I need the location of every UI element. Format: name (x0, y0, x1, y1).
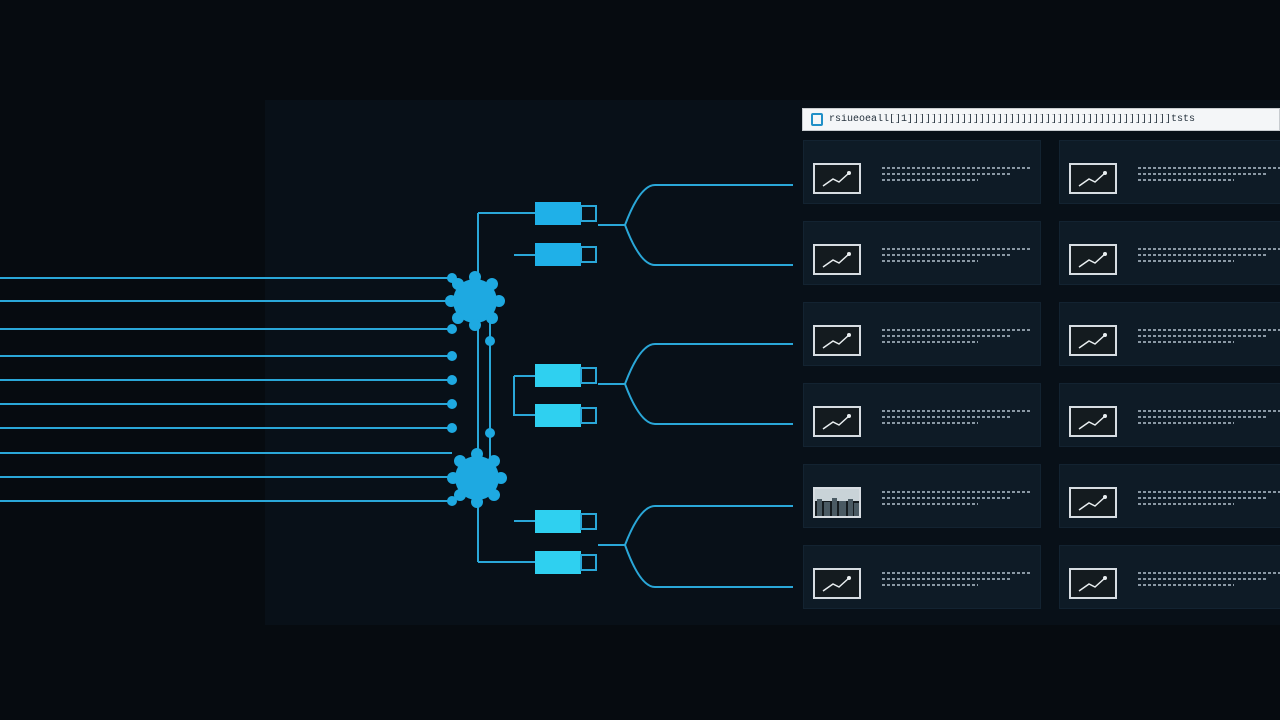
image-thumbnail (813, 244, 861, 275)
result-snippet-lines (1138, 491, 1280, 509)
result-snippet-lines (882, 491, 1030, 509)
image-thumbnail (813, 325, 861, 356)
module-block (535, 364, 597, 387)
result-snippet-lines (1138, 572, 1280, 590)
result-card[interactable] (803, 464, 1041, 528)
network-diagram (0, 184, 793, 588)
fanout-line (598, 184, 793, 226)
result-snippet-lines (882, 410, 1030, 428)
result-card[interactable] (803, 221, 1041, 285)
image-thumbnail (1069, 406, 1117, 437)
module-block (535, 202, 597, 225)
branch-line (513, 375, 535, 416)
image-thumbnail (813, 163, 861, 194)
node-dot (485, 428, 495, 438)
city-thumbnail (813, 487, 861, 518)
image-thumbnail (1069, 325, 1117, 356)
result-card[interactable] (1059, 383, 1280, 447)
results-grid (803, 140, 1280, 620)
node-dot (447, 375, 457, 385)
search-bar[interactable]: rsiueoeall[]1]]]]]]]]]]]]]]]]]]]]]]]]]]]… (802, 108, 1280, 131)
result-card[interactable] (803, 383, 1041, 447)
fanout-line (624, 224, 793, 266)
node-dot (447, 423, 457, 433)
result-card[interactable] (1059, 140, 1280, 204)
gear-icon (447, 448, 507, 508)
fanout-line (598, 343, 793, 385)
image-thumbnail (1069, 487, 1117, 518)
image-thumbnail (813, 568, 861, 599)
result-snippet-lines (882, 329, 1030, 347)
result-snippet-lines (1138, 410, 1280, 428)
node-dot (485, 336, 495, 346)
module-block (535, 510, 597, 533)
result-card[interactable] (1059, 302, 1280, 366)
search-query[interactable]: rsiueoeall[]1]]]]]]]]]]]]]]]]]]]]]]]]]]]… (829, 114, 1196, 125)
result-card[interactable] (1059, 221, 1280, 285)
image-thumbnail (813, 406, 861, 437)
image-thumbnail (1069, 244, 1117, 275)
result-snippet-lines (1138, 248, 1280, 266)
module-block (535, 551, 597, 574)
result-card[interactable] (803, 302, 1041, 366)
image-thumbnail (1069, 163, 1117, 194)
result-card[interactable] (1059, 464, 1280, 528)
fanout-line (598, 505, 793, 546)
node-dot (447, 399, 457, 409)
result-card[interactable] (803, 545, 1041, 609)
result-snippet-lines (1138, 167, 1280, 185)
fanout-line (624, 383, 793, 425)
app-logo-icon (811, 113, 823, 126)
module-block (535, 404, 597, 427)
node-dot (447, 496, 457, 506)
result-card[interactable] (803, 140, 1041, 204)
node-dot (447, 324, 457, 334)
module-block (535, 243, 597, 266)
result-snippet-lines (882, 572, 1030, 590)
image-thumbnail (1069, 568, 1117, 599)
result-snippet-lines (882, 248, 1030, 266)
gear-icon (445, 271, 505, 331)
result-snippet-lines (882, 167, 1030, 185)
result-card[interactable] (1059, 545, 1280, 609)
fanout-line (624, 544, 793, 588)
result-snippet-lines (1138, 329, 1280, 347)
node-dot (447, 351, 457, 361)
